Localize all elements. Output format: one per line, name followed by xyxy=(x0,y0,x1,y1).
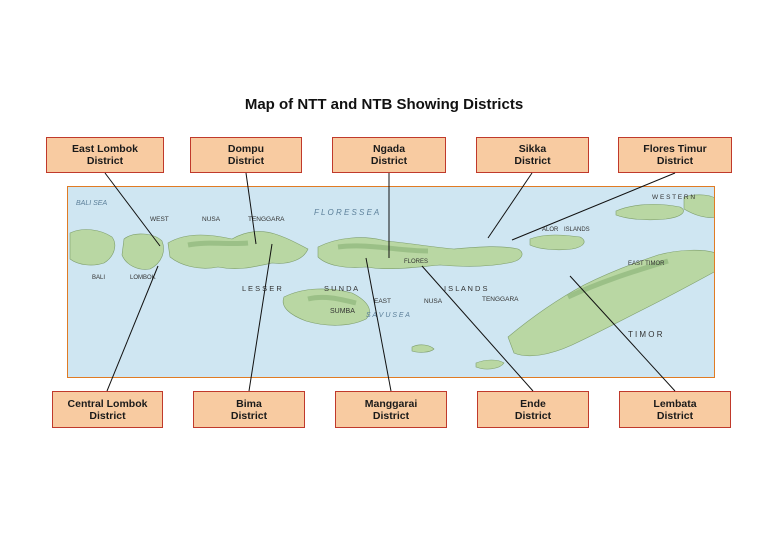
label-flores-timur-name: Flores Timur xyxy=(643,143,707,155)
island-sumbawa xyxy=(167,231,309,269)
label-sikka: Sikka District xyxy=(476,137,589,173)
label-ngada-suffix: District xyxy=(370,155,408,167)
map-text-sumba: SUMBA xyxy=(330,308,355,315)
label-ende-name: Ende xyxy=(520,397,546,410)
label-sikka-suffix: District xyxy=(514,155,551,167)
map-text-west: WEST xyxy=(150,216,169,223)
label-dompu: Dompu District xyxy=(190,137,302,173)
map-title: Map of NTT and NTB Showing Districts xyxy=(244,96,524,113)
label-flores-timur-suffix: District xyxy=(656,155,694,167)
label-ngada-name: Ngada xyxy=(372,143,406,155)
map-text-tenggara: TENGGARA xyxy=(248,216,285,223)
label-central-lombok: Central Lombok District xyxy=(52,391,163,428)
map-text-flores: FLORES xyxy=(404,259,428,265)
label-dompu-suffix: District xyxy=(227,155,265,167)
label-bima-name: Bima xyxy=(236,397,262,410)
label-lembata-suffix: District xyxy=(656,409,694,422)
label-central-lombok-name: Central Lombok xyxy=(67,397,148,410)
map-text-islands: I S L A N D S xyxy=(444,284,488,293)
label-lembata: Lembata District xyxy=(619,391,731,428)
map-text-alor: ALOR xyxy=(542,227,559,233)
map-text-bali: BALI xyxy=(92,275,105,281)
label-ngada: Ngada District xyxy=(332,137,446,173)
island-east-islands xyxy=(683,194,714,218)
label-manggarai-suffix: District xyxy=(372,409,410,422)
map-text-lombok: LOMBOK xyxy=(130,275,156,281)
label-bima: Bima District xyxy=(193,391,305,428)
label-central-lombok-suffix: District xyxy=(89,409,126,422)
map-text-bali-sea: BALI SEA xyxy=(76,200,107,207)
map-area: BALI SEA F L O R E S S E A WEST NUSA TEN… xyxy=(67,186,715,378)
map-text-flores-sea: F L O R E S S E A xyxy=(314,208,379,217)
label-sikka-name: Sikka xyxy=(518,143,547,155)
label-east-lombok-suffix: District xyxy=(86,155,124,167)
map-text-tenggara2: TENGGARA xyxy=(482,296,519,303)
terrain-shading xyxy=(187,240,669,306)
label-bima-suffix: District xyxy=(230,409,268,422)
label-manggarai-name: Manggarai xyxy=(364,397,418,410)
map-text-islands-small: ISLANDS xyxy=(564,227,590,233)
map-text-timor: T I M O R xyxy=(628,330,663,339)
label-ende: Ende District xyxy=(477,391,589,428)
map-text-western: W E S T E R N xyxy=(652,194,695,201)
label-flores-timur: Flores Timur District xyxy=(618,137,732,173)
label-east-lombok: East Lombok District xyxy=(46,137,164,173)
map-text-nusa: NUSA xyxy=(202,216,221,223)
map-text-nusa2: NUSA xyxy=(424,298,443,305)
map-text-sunda: S U N D A xyxy=(324,284,358,293)
map-text-east: EAST xyxy=(374,298,391,305)
island-alor xyxy=(529,234,585,251)
map-illustration: BALI SEA F L O R E S S E A WEST NUSA TEN… xyxy=(68,187,714,377)
map-text-east-timor: EAST TIMOR xyxy=(628,261,665,267)
label-east-lombok-name: East Lombok xyxy=(72,143,138,155)
label-manggarai: Manggarai District xyxy=(335,391,447,428)
label-dompu-name: Dompu xyxy=(227,143,265,155)
label-ende-suffix: District xyxy=(514,409,552,422)
label-lembata-name: Lembata xyxy=(653,397,697,410)
map-text-savu-sea: S A V U S E A xyxy=(366,312,410,319)
map-text-lesser: L E S S E R xyxy=(242,284,282,293)
island-bali xyxy=(69,229,116,266)
